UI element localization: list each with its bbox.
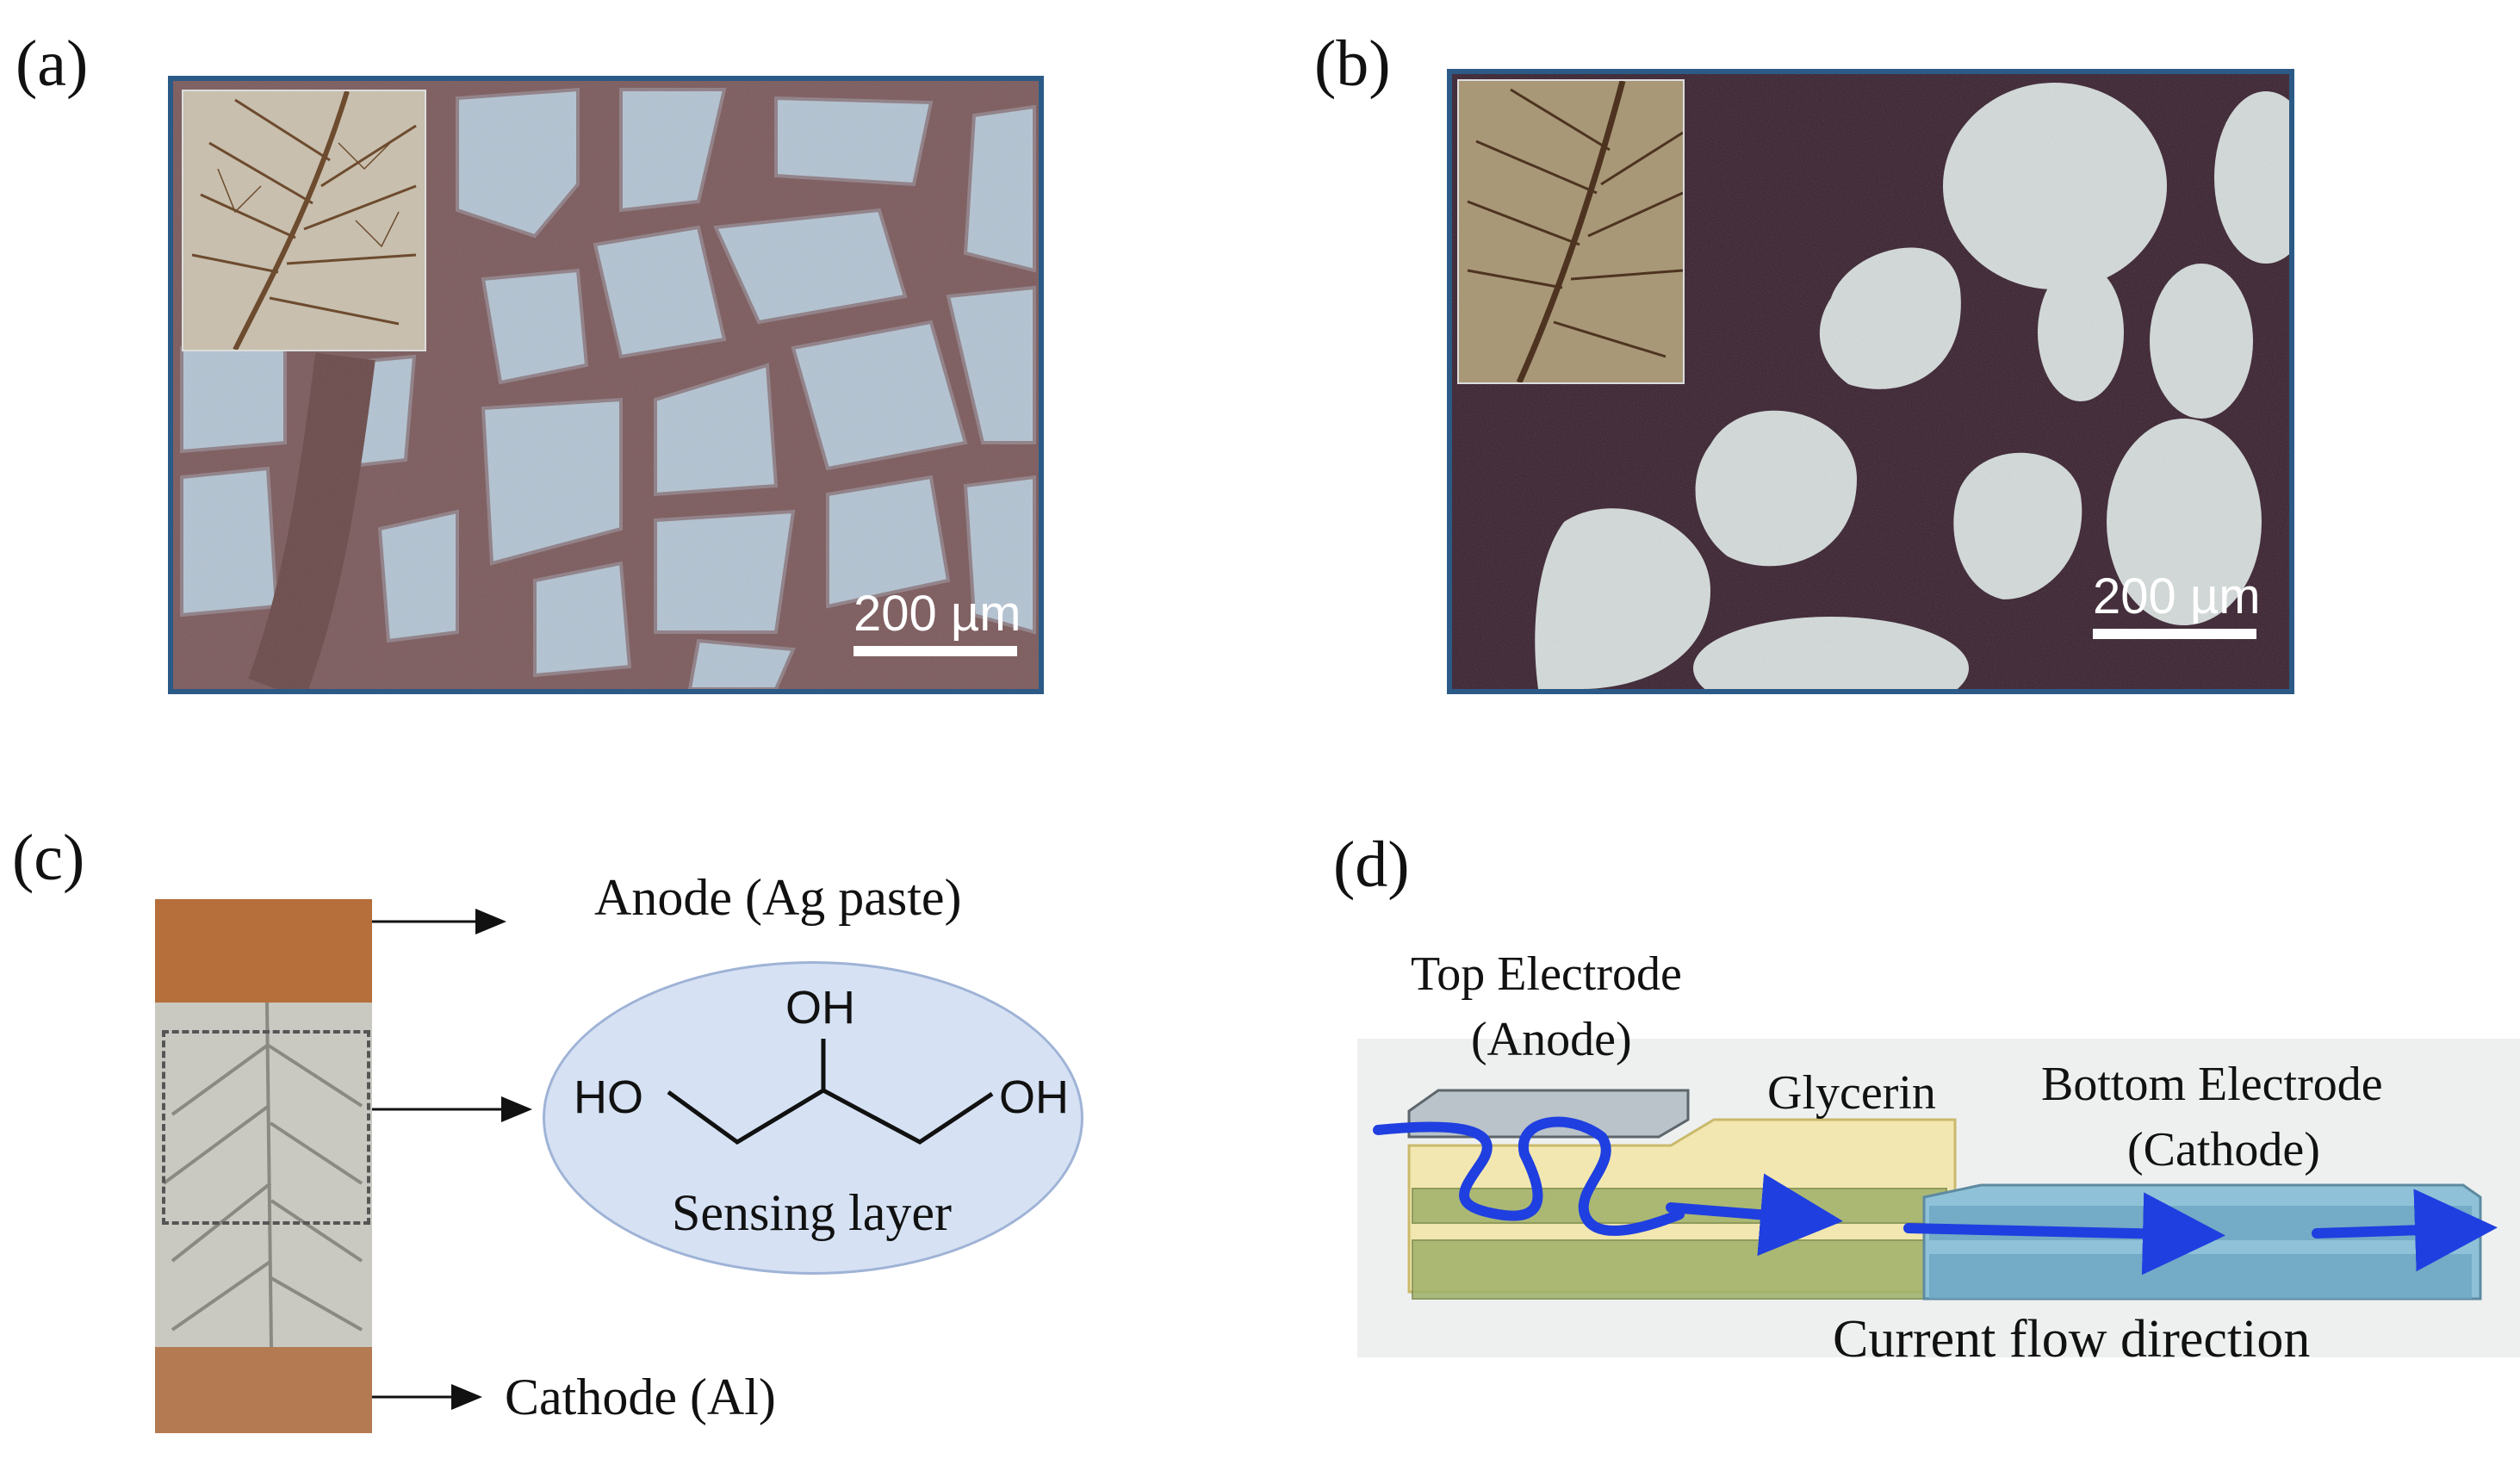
sensing-layer-ellipse xyxy=(543,961,1083,1275)
glycerin-label: Glycerin xyxy=(1767,1066,1936,1120)
oh-right-label: OH xyxy=(999,1071,1069,1123)
anode-label: Anode (Ag paste) xyxy=(594,869,962,926)
oh-top-label: OH xyxy=(785,982,855,1034)
cathode-label: Cathode (Al) xyxy=(505,1369,776,1425)
bottom-electrode-cathode-label: (Cathode) xyxy=(2127,1123,2320,1177)
panel-label-d: (d) xyxy=(1333,829,1410,901)
scale-bar-a xyxy=(853,646,1017,656)
scale-label-b: 200 µm xyxy=(2093,568,2261,624)
top-electrode-label: Top Electrode xyxy=(1411,947,1682,1001)
micrograph-b: 200 µm xyxy=(1447,69,2294,694)
panel-label-a: (a) xyxy=(16,28,89,100)
scale-bar-b xyxy=(2093,629,2256,639)
sensing-layer-label: Sensing layer xyxy=(672,1184,952,1241)
panel-label-c: (c) xyxy=(12,822,85,894)
micrograph-a: 200 µm xyxy=(168,76,1044,694)
device-photo xyxy=(155,899,372,1433)
panel-label-b: (b) xyxy=(1314,28,1391,100)
leaf-inset-b xyxy=(1457,79,1685,384)
bottom-electrode-label: Bottom Electrode xyxy=(2041,1058,2383,1111)
ho-left-label: HO xyxy=(574,1071,643,1123)
leaf-inset-a xyxy=(182,90,426,351)
scale-label-a: 200 µm xyxy=(853,586,1021,642)
top-electrode-anode-label: (Anode) xyxy=(1471,1013,1632,1066)
sensing-region-box xyxy=(162,1030,370,1225)
current-flow-label: Current flow direction xyxy=(1833,1310,2311,1369)
